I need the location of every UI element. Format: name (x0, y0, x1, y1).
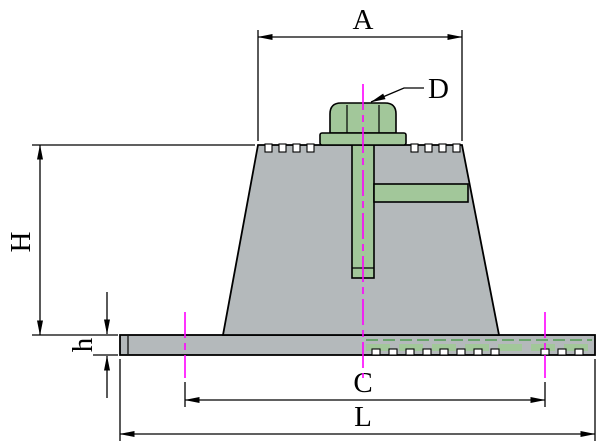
dimension-label-c: C (353, 367, 372, 399)
dimension-label-a: A (353, 4, 374, 36)
base-rib-notch (388, 348, 398, 356)
base-rib-notch (422, 348, 432, 356)
leader-line (370, 87, 424, 103)
rim-serration (410, 143, 419, 153)
centerlines (184, 84, 546, 378)
base-rib-notch (557, 348, 567, 356)
base-rib-notch (473, 348, 483, 356)
dimension-h-height: H (5, 144, 255, 336)
rim-serration (264, 143, 273, 153)
dimension-label-l: L (354, 401, 372, 433)
anchor-plate-cross-section (373, 183, 469, 203)
rim-serration (424, 143, 433, 153)
leader-d: D (370, 73, 449, 105)
base-rubber-section (366, 339, 592, 356)
dimension-a: A (257, 4, 463, 141)
base-rib-notch (490, 348, 500, 356)
dimension-c: C (184, 367, 546, 407)
dimension-h-thickness: h (67, 292, 118, 398)
anchor-plate-outline (373, 183, 469, 203)
base-rib-notch (405, 348, 415, 356)
base-rib-notch (574, 348, 584, 356)
base-plate (119, 334, 596, 356)
dimension-label-d: D (428, 73, 449, 105)
base-plate-outline (119, 334, 596, 356)
rim-serration (306, 143, 315, 153)
rim-serration (292, 143, 301, 153)
rim-serration (278, 143, 287, 153)
dimension-l: L (119, 359, 596, 441)
dimension-label-h-thickness: h (67, 337, 99, 352)
rim-serration (452, 143, 461, 153)
dimension-label-h-height: H (5, 231, 37, 252)
rim-serration (438, 143, 447, 153)
base-rib-notch (371, 348, 381, 356)
base-rib-notch (456, 348, 466, 356)
base-rib-notch (439, 348, 449, 356)
